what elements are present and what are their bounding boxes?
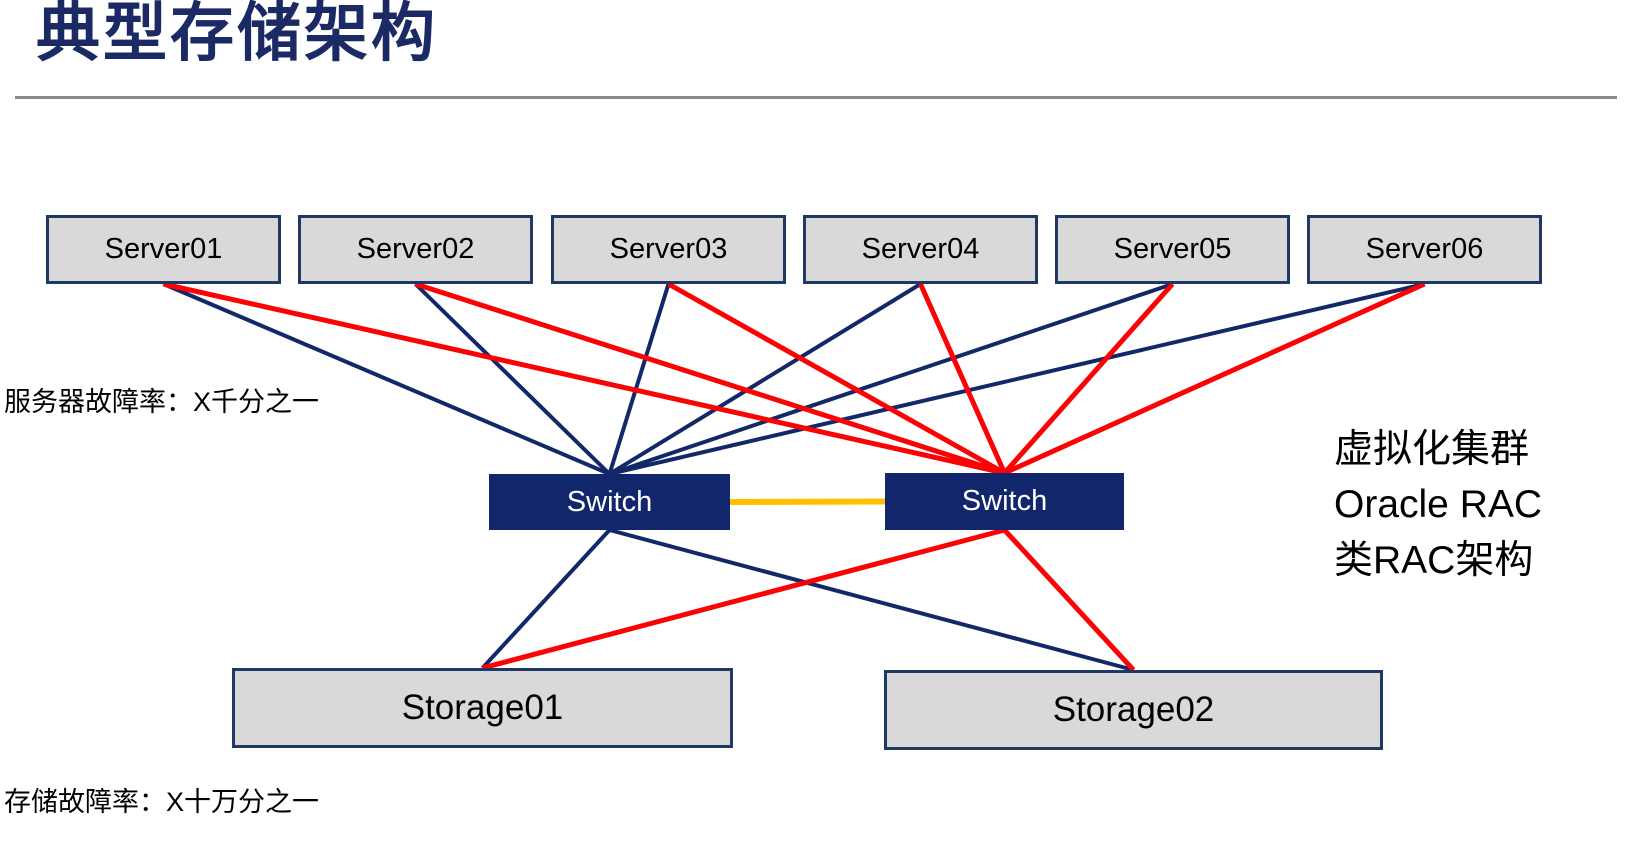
link-switch01-storage02 — [608, 528, 1135, 672]
switch02-label: Switch — [961, 485, 1048, 517]
server01-box[interactable]: Server01 — [46, 215, 281, 284]
link-server06-switch02 — [1003, 281, 1426, 476]
server02-label: Server02 — [356, 233, 475, 265]
server01-label: Server01 — [104, 233, 223, 265]
link-server03-switch02 — [667, 281, 1006, 476]
link-switch02-storage01 — [481, 527, 1006, 671]
server04-box[interactable]: Server04 — [803, 215, 1038, 284]
storage02-label: Storage02 — [1052, 690, 1215, 729]
server03-label: Server03 — [609, 233, 728, 265]
link-switch01-storage01 — [481, 528, 611, 670]
server04-label: Server04 — [861, 233, 980, 265]
link-server01-switch02 — [162, 281, 1006, 476]
switch01-box[interactable]: Switch — [489, 474, 730, 530]
link-server02-switch01 — [414, 282, 611, 476]
link-switch02-storage02 — [1002, 528, 1136, 672]
cluster-note: 虚拟化集群 Oracle RAC 类RAC架构 — [1334, 422, 1542, 588]
link-server04-switch02 — [918, 282, 1007, 475]
link-server05-switch02 — [1002, 282, 1175, 475]
page-title: 典型存储架构 — [36, 0, 438, 69]
storage01-box[interactable]: Storage01 — [232, 668, 733, 748]
cluster-note-line3: 类RAC架构 — [1334, 538, 1534, 582]
server-failure-rate-label: 服务器故障率：X千分之一 — [4, 387, 320, 417]
server02-box[interactable]: Server02 — [298, 215, 533, 284]
link-switch01-switch02 — [729, 498, 886, 505]
link-server03-switch01 — [607, 283, 671, 475]
server03-box[interactable]: Server03 — [551, 215, 786, 284]
server06-label: Server06 — [1365, 233, 1484, 265]
storage-failure-rate-label: 存储故障率：X十万分之一 — [4, 787, 320, 817]
storage02-box[interactable]: Storage02 — [884, 670, 1383, 750]
link-server01-switch01 — [162, 282, 611, 476]
switch02-box[interactable]: Switch — [885, 473, 1124, 530]
server06-box[interactable]: Server06 — [1307, 215, 1542, 284]
cluster-note-line1: 虚拟化集群 — [1334, 428, 1530, 471]
server05-box[interactable]: Server05 — [1055, 215, 1290, 284]
link-server02-switch02 — [414, 281, 1006, 476]
cluster-note-line2: Oracle RAC — [1334, 483, 1543, 527]
switch01-label: Switch — [566, 485, 653, 518]
link-server04-switch01 — [608, 282, 922, 476]
title-divider — [15, 96, 1617, 99]
link-server05-switch01 — [608, 282, 1174, 476]
server05-label: Server05 — [1113, 233, 1232, 265]
link-server06-switch01 — [609, 282, 1425, 476]
storage01-label: Storage01 — [401, 688, 564, 727]
